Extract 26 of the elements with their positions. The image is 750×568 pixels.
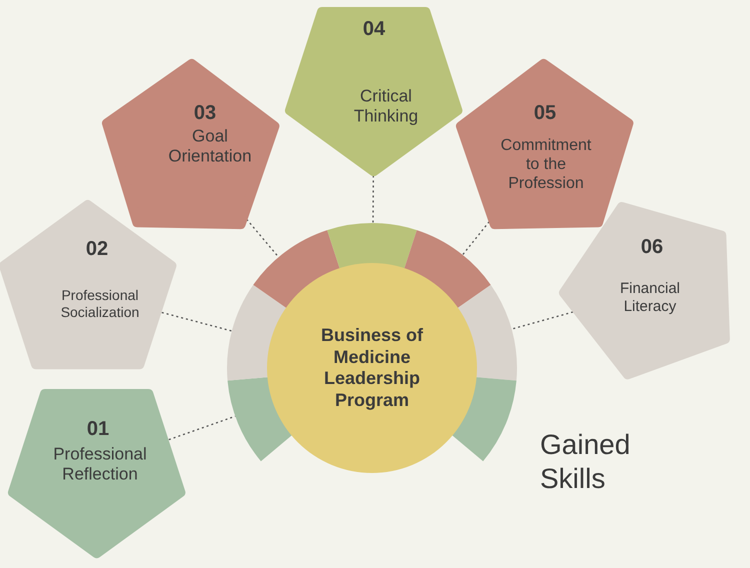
- step-number: 05: [532, 100, 558, 125]
- pentagon-node: [285, 6, 463, 176]
- step-number: 03: [192, 100, 218, 125]
- step-number: 01: [86, 416, 110, 441]
- skill-label: Professional Socialization: [60, 287, 140, 321]
- step-number: 06: [640, 234, 664, 259]
- skill-label: Financial Literacy: [618, 280, 681, 316]
- skill-label: Professional Reflection: [52, 444, 148, 486]
- dotted-connector: [372, 176, 374, 223]
- skill-label: Goal Orientation: [167, 126, 253, 168]
- step-number: 02: [84, 237, 110, 261]
- pentagon-node: [0, 200, 177, 370]
- dotted-connector: [246, 218, 280, 258]
- caption-text: Gained Skills: [540, 428, 632, 496]
- dotted-connector: [162, 312, 232, 332]
- step-number: 04: [362, 16, 386, 41]
- dotted-connector: [168, 416, 236, 440]
- program-title: Business of Medicine Leadership Program: [320, 324, 424, 412]
- dotted-connector: [462, 221, 490, 256]
- pentagon-node: [559, 202, 730, 380]
- skill-label: Critical Thinking: [352, 86, 420, 128]
- skill-label: Commitment to the Profession: [500, 136, 592, 194]
- pentagon-node: [8, 388, 186, 558]
- pentagon-node: [456, 59, 634, 230]
- pentagon-node: [102, 59, 280, 230]
- dotted-connector: [512, 311, 574, 330]
